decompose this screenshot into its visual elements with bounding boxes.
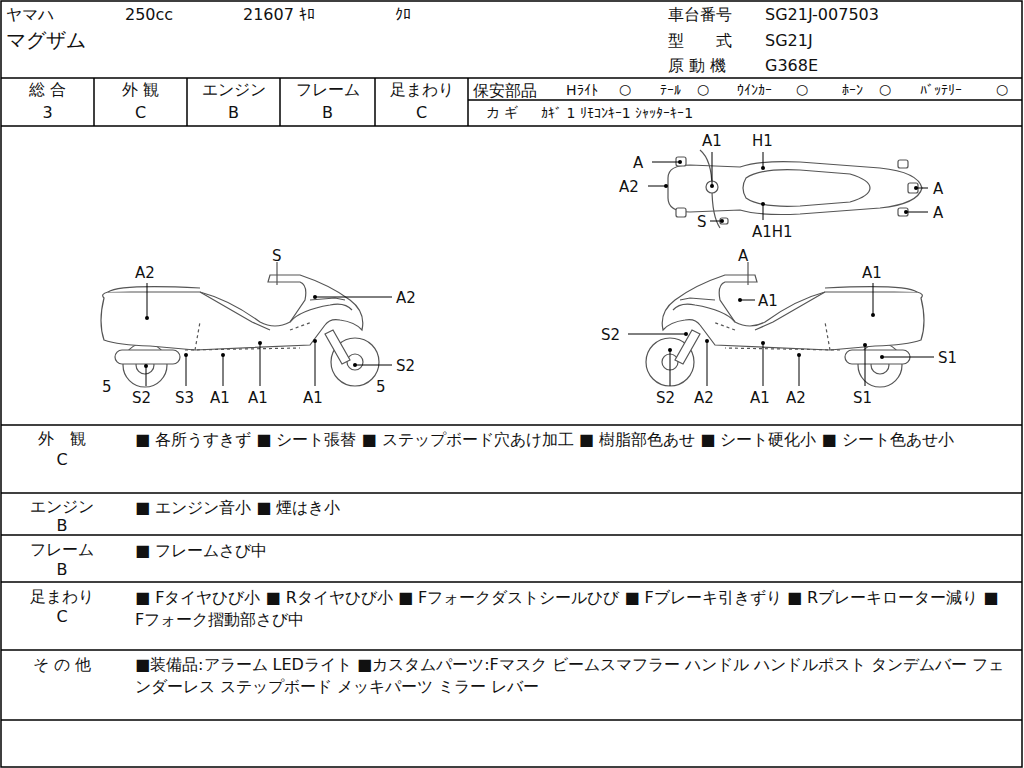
leader-dots — [144, 160, 918, 368]
safety-item: ﾃｰﾙ — [660, 82, 681, 99]
callout: A1 — [248, 389, 268, 407]
scooter-right-view — [646, 262, 924, 387]
section-grade: C — [1, 450, 123, 469]
field-label: 原 動 機 — [668, 56, 726, 75]
section-grade: B — [1, 516, 123, 535]
callout: S2 — [601, 326, 620, 344]
scooter-left-view — [101, 262, 379, 387]
safety-mark: ○ — [796, 81, 808, 98]
section-notes: ■ Fタイヤひび小 ■ Rタイヤひび小 ■ Fフォークダストシールひび ■ Fブ… — [135, 587, 1010, 632]
maker: ヤマハ — [6, 5, 54, 24]
section-notes: ■装備品:アラーム LEDライト ■カスタムパーツ:Fマスク ビームスマフラー … — [135, 654, 1010, 699]
color: ｸﾛ — [395, 5, 411, 24]
callout: 5 — [376, 378, 386, 396]
section-head: 足まわり — [1, 587, 123, 606]
callout: A — [933, 180, 943, 198]
safety-mark: ○ — [697, 81, 709, 98]
grade-value: C — [94, 103, 187, 122]
field-value: SG21J — [765, 31, 813, 50]
field-label: 型 式 — [668, 31, 732, 50]
section-grade: C — [1, 607, 123, 626]
safety-mark: ○ — [996, 81, 1008, 98]
callout: A1 — [210, 389, 230, 407]
safety-item: Hﾗｲﾄ — [566, 82, 598, 99]
leader-lines — [146, 152, 934, 386]
callout: S3 — [175, 389, 194, 407]
callout: S — [272, 247, 282, 265]
callout: H1 — [752, 132, 773, 150]
grade-head: フレーム — [280, 80, 375, 99]
section-notes: ■ 各所うすきず ■ シート張替 ■ ステップボード穴あけ加工 ■ 樹脂部色あせ… — [135, 429, 1010, 451]
callout: A2 — [619, 178, 639, 196]
grade-value: B — [280, 103, 375, 122]
grade-head: 総 合 — [1, 80, 94, 99]
safety-item: ﾊﾞｯﾃﾘｰ — [920, 82, 962, 99]
grade-head: 足まわり — [375, 80, 468, 99]
safety-head: 保安部品 — [473, 81, 537, 100]
field-value: G368E — [765, 56, 818, 75]
callout: A1 — [702, 132, 722, 150]
callout: A — [738, 247, 748, 265]
callout: S — [697, 213, 707, 231]
grade-value: 3 — [1, 103, 94, 122]
callout: A1 — [758, 292, 778, 310]
callout: A — [933, 204, 943, 222]
grade-value: C — [375, 103, 468, 122]
callout: A2 — [396, 289, 416, 307]
section-grade: B — [1, 560, 123, 579]
callout: A1 — [862, 264, 882, 282]
callout: A1H1 — [752, 223, 793, 241]
callout: S1 — [853, 389, 872, 407]
callout: A2 — [694, 389, 714, 407]
section-head: フレーム — [1, 540, 123, 559]
callout: A1 — [750, 389, 770, 407]
safety-item: ﾎｰﾝ — [842, 82, 863, 99]
key-head: カ ギ — [486, 104, 518, 121]
section-head: エンジン — [1, 497, 123, 516]
callout: S2 — [656, 389, 675, 407]
section-head: 外 観 — [1, 429, 123, 448]
displacement: 250cc — [125, 5, 173, 24]
safety-mark: ○ — [879, 81, 891, 98]
model-name: マグザム — [6, 28, 86, 52]
grade-value: B — [187, 103, 280, 122]
safety-item: ｳｲﾝｶｰ — [737, 82, 772, 99]
safety-mark: ○ — [619, 81, 631, 98]
callout: S2 — [396, 357, 415, 375]
section-notes: ■ フレームさび中 — [135, 540, 1010, 562]
callout: 5 — [102, 378, 112, 396]
callout: A2 — [135, 264, 155, 282]
section-head: そ の 他 — [1, 655, 123, 674]
field-value: SG21J-007503 — [765, 5, 879, 24]
grade-head: エンジン — [187, 80, 280, 99]
key-value: ｶｷﾞ 1 ﾘﾓｺﾝｷｰ1 ｼｬｯﾀｰｷｰ1 — [541, 105, 693, 122]
callout: S1 — [938, 349, 957, 367]
callout: A1 — [303, 389, 323, 407]
callout: A2 — [786, 389, 806, 407]
grade-head: 外 観 — [94, 80, 187, 99]
field-label: 車台番号 — [668, 5, 732, 24]
callout: S2 — [132, 389, 151, 407]
mileage: 21607 ｷﾛ — [243, 5, 315, 24]
callout: A — [633, 154, 643, 172]
section-notes: ■ エンジン音小 ■ 煙はき小 — [135, 497, 1010, 519]
